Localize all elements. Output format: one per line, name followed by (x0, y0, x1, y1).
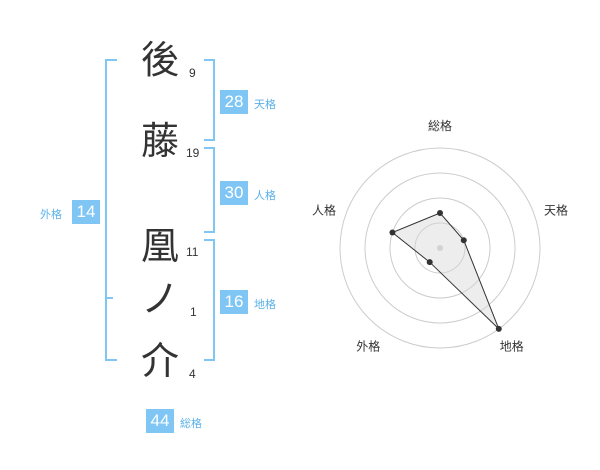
gaikaku-label: 外格 (40, 208, 62, 221)
soukaku-badge: 44 (146, 409, 174, 433)
name-char-2: 藤 (140, 119, 179, 163)
stroke-count-4: 1 (190, 305, 197, 319)
chikaku-label: 地格 (254, 298, 276, 311)
radar-point-5 (389, 229, 396, 236)
stroke-count-1: 9 (189, 66, 196, 80)
name-char-5: 介 (140, 339, 179, 383)
radar-points (389, 210, 502, 332)
chikaku-badge: 16 (220, 290, 248, 314)
jinkaku-label: 人格 (254, 189, 276, 202)
radar-rings (339, 147, 541, 349)
radar-ring (339, 147, 541, 349)
radar-axis-label-4: 外格 (356, 339, 380, 354)
radar-axis-label-5: 人格 (312, 202, 336, 217)
radar-ring (414, 222, 466, 274)
chikaku-bracket (204, 239, 215, 361)
radar-point-4 (426, 259, 433, 266)
tenkaku-bracket (204, 59, 215, 141)
name-char-4: ノ (140, 277, 179, 321)
jinkaku-bracket (204, 147, 215, 233)
gaikaku-bracket (105, 59, 117, 361)
radar-point-3 (495, 325, 502, 332)
soukaku-label: 総格 (180, 417, 202, 430)
radar-ring (389, 197, 491, 299)
radar-center-dot (437, 245, 443, 251)
jinkaku-badge: 30 (220, 181, 248, 205)
tenkaku-label: 天格 (254, 98, 276, 111)
name-char-1: 後 (140, 38, 179, 82)
radar-axis-label-1: 総格 (428, 118, 452, 133)
gaikaku-bracket-divider (105, 297, 113, 299)
radar-axis-label-2: 天格 (544, 202, 568, 217)
tenkaku-badge: 28 (220, 90, 248, 114)
radar-point-2 (460, 237, 467, 244)
radar-axis-label-3: 地格 (500, 339, 524, 354)
radar-ring (364, 172, 516, 324)
stroke-count-5: 4 (189, 367, 196, 381)
gaikaku-badge: 14 (72, 200, 100, 224)
name-char-3: 凰 (140, 224, 179, 268)
radar-point-1 (437, 210, 443, 216)
radar-polygon (391, 212, 500, 330)
stroke-count-3: 11 (186, 245, 199, 259)
stroke-count-2: 19 (186, 146, 200, 160)
